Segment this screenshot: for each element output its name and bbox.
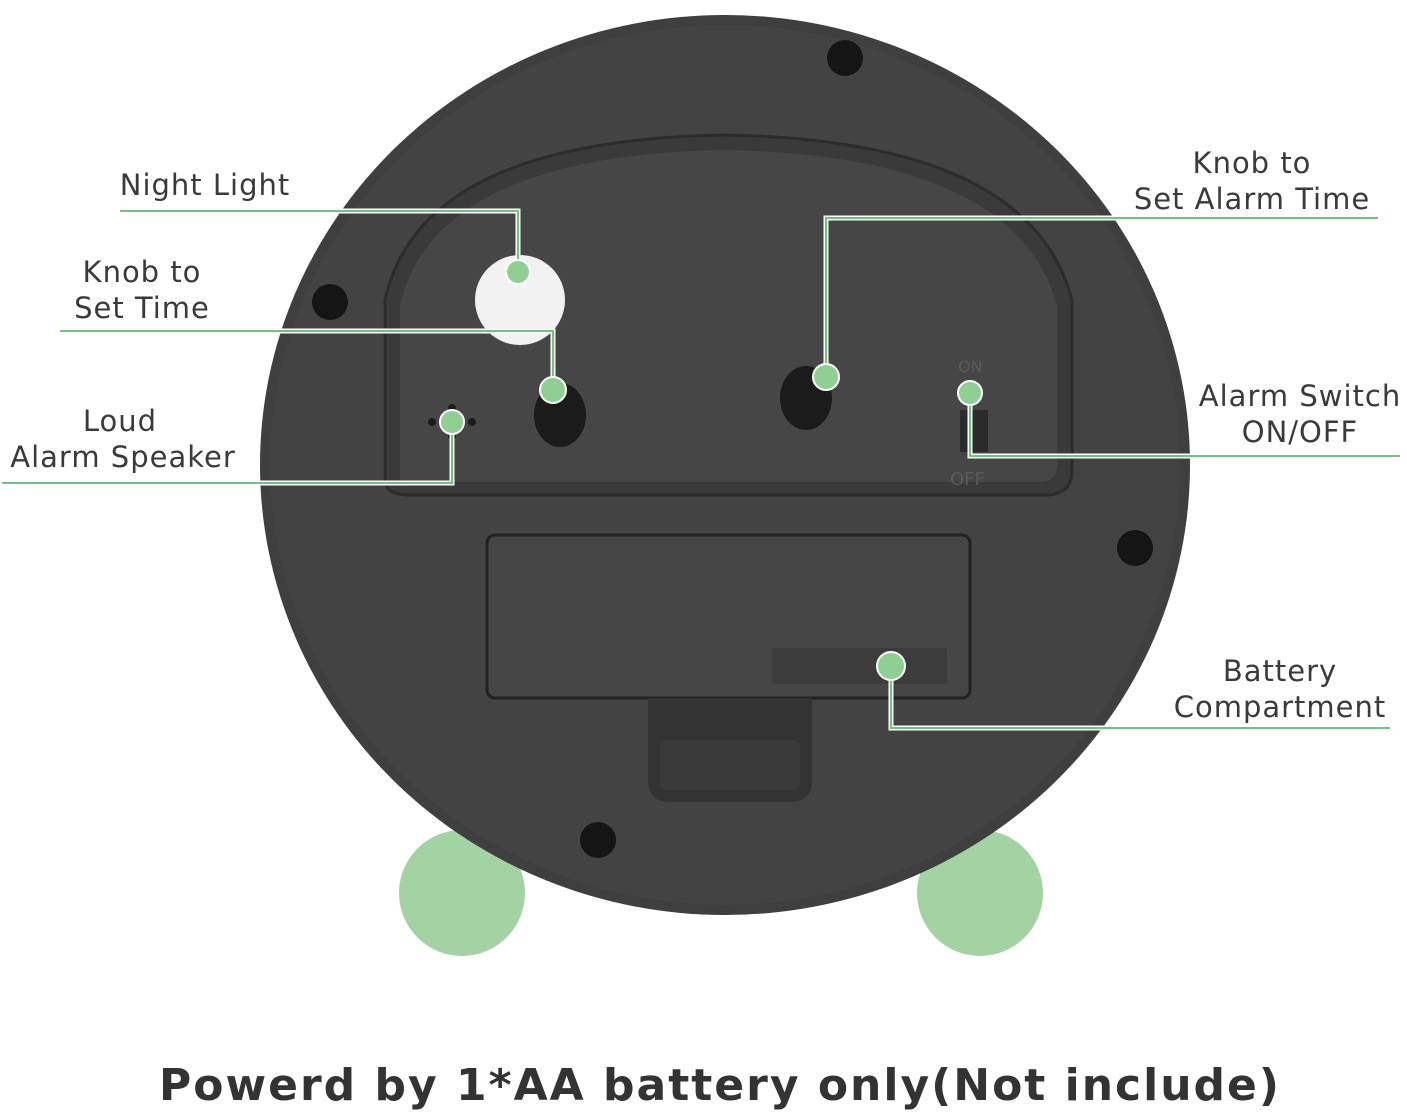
right-foot — [917, 830, 1043, 956]
alarm-switch-label-line1: Alarm Switch — [1199, 379, 1401, 413]
battery-marker — [876, 651, 906, 681]
battery-caption: Powerd by 1*AA battery only(Not include) — [159, 1060, 1281, 1111]
alarm-time-label-line1: Knob to — [1193, 146, 1312, 180]
night-light-button[interactable] — [475, 255, 565, 345]
night-light-label: Night Light — [120, 168, 291, 202]
switch-off-mark: OFF — [950, 469, 985, 490]
left-foot — [399, 830, 525, 956]
speaker-marker — [439, 409, 465, 435]
screw-hole — [580, 822, 616, 858]
alarm-switch-label-line2: ON/OFF — [1242, 415, 1358, 449]
alarm-time-marker — [812, 363, 840, 391]
alarm-switch[interactable] — [960, 410, 988, 452]
set-time-label-line2: Set Time — [74, 291, 210, 325]
switch-on-mark: ON — [958, 357, 983, 376]
leader-lines — [2, 208, 1400, 731]
alarm-time-label-line2: Set Alarm Time — [1134, 182, 1370, 216]
speaker-label-line1: Loud — [83, 404, 157, 438]
set-time-marker — [539, 376, 567, 404]
night-light-marker — [505, 259, 531, 285]
set-time-label-line1: Knob to — [83, 255, 202, 289]
screw-hole — [1117, 530, 1153, 566]
speaker-label-line2: Alarm Speaker — [10, 440, 236, 474]
battery-label-line1: Battery — [1223, 654, 1337, 688]
screw-hole — [312, 284, 348, 320]
alarm-switch-marker — [957, 380, 983, 406]
screw-hole — [827, 40, 863, 76]
battery-label-line2: Compartment — [1174, 690, 1387, 724]
